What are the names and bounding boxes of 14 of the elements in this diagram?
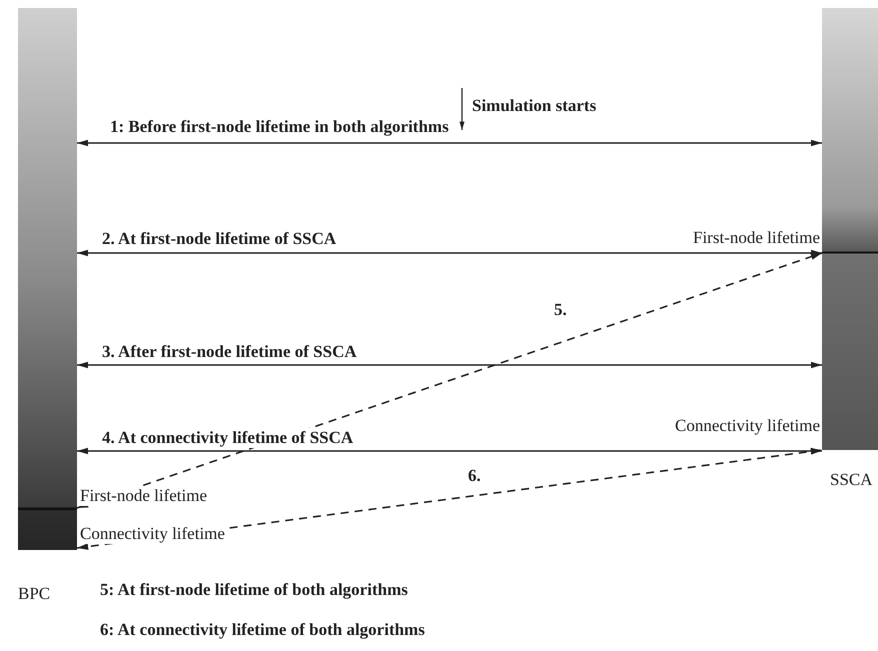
double-arrow xyxy=(77,448,822,454)
edge-label: 4. At connectivity lifetime of SSCA xyxy=(100,428,356,448)
double-arrow xyxy=(77,362,822,368)
annotation-text: Simulation starts xyxy=(472,96,596,116)
lifetime-marker-label: First-node lifetime xyxy=(80,486,208,506)
lifetime-marker-label: Connectivity lifetime xyxy=(80,524,225,544)
lifetime-marker-label: Connectivity lifetime xyxy=(675,416,820,436)
double-arrow xyxy=(77,250,822,256)
double-arrow xyxy=(77,140,822,146)
legend-note: 6: At connectivity lifetime of both algorithms xyxy=(100,620,425,640)
algorithm-label: BPC xyxy=(18,584,50,604)
legend-note: 5: At first-node lifetime of both algorithms xyxy=(100,580,408,600)
edge-label: 1: Before first-node lifetime in both algorithms xyxy=(108,117,451,137)
algorithm-label: SSCA xyxy=(830,470,873,490)
